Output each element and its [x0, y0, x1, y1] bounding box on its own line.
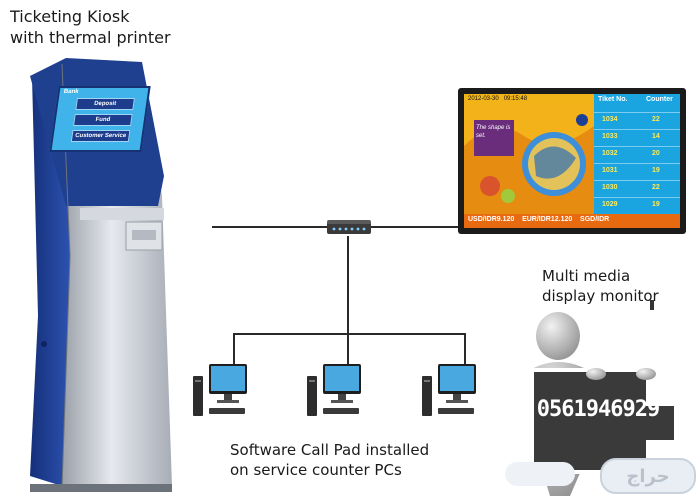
queue-ticket-number: 1032 [602, 150, 618, 157]
queue-counter-number: 22 [652, 184, 660, 191]
display-ticker: USD/IDR9.120 EUR/IDR12.120 SGD/IDR [464, 214, 680, 228]
queue-row: 1030 22 [594, 180, 680, 197]
wire-pc3-drop [464, 333, 466, 365]
wire-pc2-drop [347, 333, 349, 365]
kiosk-button-1[interactable]: Fund [73, 114, 133, 126]
queue-table-header: Tiket No. Counter [594, 96, 680, 108]
queue-ticket-number: 1031 [602, 167, 618, 174]
wire-pc1-drop [233, 333, 235, 365]
watermark-phone-horizontal: 0561946929 [536, 383, 660, 435]
queue-counter-number: 19 [652, 167, 660, 174]
queue-row: 1029 19 [594, 197, 680, 214]
kiosk-caption: Ticketing Kiosk with thermal printer [10, 6, 171, 48]
display-ad-panel: 2012-03-30 09:15:48 The shape is set. [464, 94, 594, 214]
site-logo-shadow [505, 462, 575, 486]
monitor-caption-line2: display monitor [542, 287, 659, 305]
ticker-text: USD/IDR9.120 EUR/IDR12.120 SGD/IDR [468, 216, 610, 223]
kiosk-brand-label: Bank [63, 89, 79, 95]
queue-row: 1032 20 [594, 146, 680, 163]
figure-holding-sign-icon [530, 312, 674, 496]
kiosk-button-2[interactable]: Customer Service [70, 130, 131, 142]
site-logo-text: حراج [626, 465, 670, 487]
queue-ticket-number: 1034 [602, 116, 618, 123]
queue-row: 1031 19 [594, 163, 680, 180]
kiosk-caption-line1: Ticketing Kiosk [10, 7, 130, 26]
queue-counter-number: 14 [652, 133, 660, 140]
display-datetime: 2012-03-30 09:15:48 [468, 96, 528, 102]
wire-kiosk-to-switch [212, 226, 328, 228]
service-pc-2-icon [307, 364, 361, 416]
watermark-phone-text: 0561946929 [536, 396, 660, 422]
network-switch-icon [327, 220, 371, 234]
queue-ticket-number: 1030 [602, 184, 618, 191]
wire-pc-bus [233, 333, 466, 335]
queue-ticket-number: 1029 [602, 201, 618, 208]
queue-rows: 1034 22 1033 14 1032 20 1031 19 1030 22 1029 19 [594, 112, 680, 214]
display-queue-table: Tiket No. Counter 1034 22 1033 14 1032 20 1031… [594, 94, 680, 214]
display-ad-text: The shape is set. [476, 125, 511, 139]
monitor-stand [650, 300, 654, 310]
queue-counter-number: 19 [652, 201, 660, 208]
pc-caption-line2: on service counter PCs [230, 461, 402, 479]
wire-switch-to-monitor [370, 226, 458, 228]
wire-switch-down [347, 236, 349, 334]
kiosk-caption-line2: with thermal printer [10, 28, 171, 47]
queue-row: 1034 22 [594, 112, 680, 129]
kiosk-button-0[interactable]: Deposit [75, 98, 135, 110]
queue-counter-number: 20 [652, 150, 660, 157]
pc-caption-line1: Software Call Pad installed [230, 441, 430, 459]
queue-row: 1033 14 [594, 129, 680, 146]
service-pc-1-icon [193, 364, 247, 416]
site-logo-watermark: حراج [600, 458, 696, 494]
queue-counter-number: 22 [652, 116, 660, 123]
queue-ticket-number: 1033 [602, 133, 618, 140]
pc-caption: Software Call Pad installed on service c… [230, 440, 429, 480]
monitor-caption-line1: Multi media [542, 267, 631, 285]
display-monitor: 2012-03-30 09:15:48 The shape is set. Ti… [458, 88, 686, 234]
header-ticket-no: Tiket No. [598, 96, 628, 103]
ad-artwork-icon [464, 106, 594, 214]
service-pc-3-icon [422, 364, 476, 416]
header-counter: Counter [646, 96, 673, 103]
monitor-caption: Multi media display monitor [542, 266, 659, 306]
display-screen: 2012-03-30 09:15:48 The shape is set. Ti… [464, 94, 680, 228]
